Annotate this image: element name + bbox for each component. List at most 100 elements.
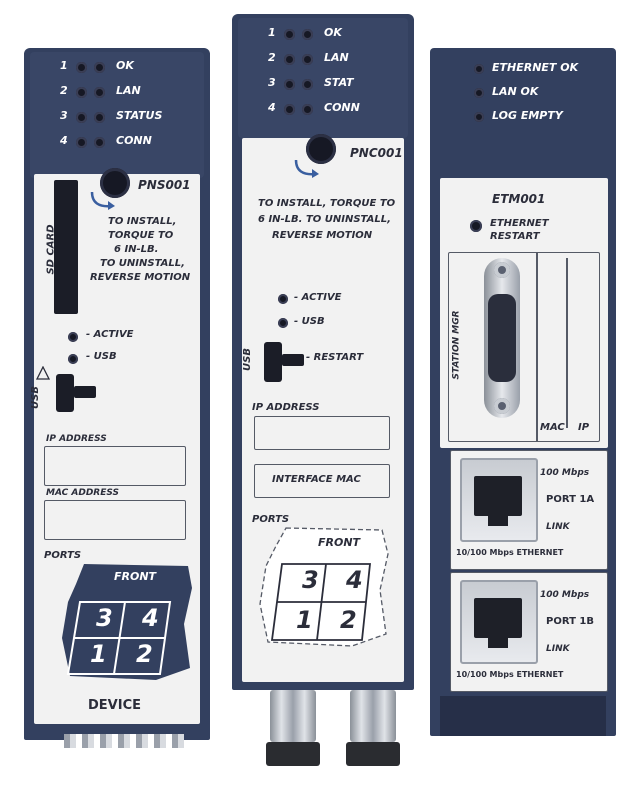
module-pns001: 1 OK 2 LAN 3 STATUS 4 CONN SD CARD PNS00…	[24, 48, 210, 748]
module3-restart-label-1: ETHERNET	[490, 218, 549, 229]
module1-port-3: 3	[96, 604, 113, 632]
module1-led-2b	[94, 87, 105, 98]
module2-ip-address-field	[254, 416, 390, 450]
module1-led-num-4: 4	[60, 134, 68, 147]
module2-install-line-1: TO INSTALL, TORQUE TO	[258, 198, 396, 209]
module3-led-label-log-empty: LOG EMPTY	[492, 109, 563, 122]
module1-device-label: DEVICE	[88, 698, 141, 713]
module2-led-num-4: 4	[268, 101, 276, 114]
module1-bottom-connector	[64, 734, 184, 748]
module-pnc001: 1 OK 2 LAN 3 STAT 4 CONN PNC001 TO INSTA…	[232, 14, 414, 784]
module3-mac-label: MAC	[540, 422, 565, 433]
module3-ip-label: IP	[578, 422, 590, 433]
warning-icon	[36, 366, 50, 380]
port-1a-name: PORT 1A	[546, 494, 595, 505]
module2-restart-label: - RESTART	[306, 352, 364, 363]
sd-card-label: SD CARD	[45, 224, 57, 275]
module1-led-label-lan: LAN	[116, 84, 141, 97]
module2-led-2a	[284, 54, 295, 65]
module1-install-line-1: TO INSTALL,	[108, 216, 177, 227]
module1-install-line-3: 6 IN-LB.	[114, 244, 159, 255]
module3-restart-label-2: RESTART	[490, 231, 540, 242]
db9-bottom-screw	[494, 398, 510, 414]
module1-usb-port-label: USB	[29, 386, 41, 409]
db9-serial-connector[interactable]	[474, 258, 530, 418]
module1-install-line-4: TO UNINSTALL,	[100, 258, 185, 269]
station-mgr-panel	[448, 252, 600, 442]
module2-led-4a	[284, 104, 295, 115]
module2-led-num-2: 2	[268, 51, 276, 64]
module1-mac-address-field	[44, 500, 186, 540]
module2-led-1a	[284, 29, 295, 40]
module2-ports-diagram	[259, 527, 389, 647]
module2-port-4: 4	[346, 566, 363, 594]
module2-usb-led	[278, 318, 288, 328]
module2-screw[interactable]	[306, 134, 336, 164]
module1-front-label: FRONT	[114, 570, 157, 583]
module2-port-2: 2	[340, 606, 357, 634]
module2-led-num-3: 3	[268, 76, 276, 89]
module2-active-label: - ACTIVE	[294, 292, 342, 303]
module3-led-lan-ok	[474, 88, 484, 98]
module3-led-ethernet-ok	[474, 64, 484, 74]
module1-led-panel	[30, 52, 204, 178]
module2-port-1: 1	[296, 606, 313, 634]
module2-rotate-arrow-icon	[294, 159, 319, 178]
module1-ports-diagram	[62, 564, 192, 680]
station-mgr-label: STATION MGR	[451, 310, 462, 380]
module3-bottom-latch	[440, 696, 606, 736]
module1-led-1b	[94, 62, 105, 73]
module1-ip-address-label: IP ADDRESS	[46, 434, 107, 444]
module1-led-num-2: 2	[60, 84, 68, 97]
module2-ip-address-label: IP ADDRESS	[252, 402, 320, 413]
ethernet-restart-button[interactable]	[470, 220, 482, 232]
module3-model: ETM001	[492, 192, 546, 206]
module3-led-log-empty	[474, 112, 484, 122]
module1-led-num-3: 3	[60, 109, 68, 122]
module2-install-line-3: REVERSE MOTION	[272, 230, 373, 241]
module1-led-num-1: 1	[60, 59, 68, 72]
module2-interface-mac-label: INTERFACE MAC	[272, 474, 361, 485]
port-1b-rj45-jack[interactable]	[460, 580, 538, 664]
module2-fiber-connector-right	[344, 690, 402, 766]
module1-rotate-arrow-icon	[90, 191, 115, 210]
module1-usb-cover	[74, 386, 96, 398]
panel-divider	[536, 252, 538, 442]
module2-ports-label: PORTS	[252, 514, 290, 525]
module1-active-label: - ACTIVE	[86, 329, 134, 340]
module1-usb-port[interactable]	[56, 374, 74, 412]
module1-led-3a	[76, 112, 87, 123]
module2-usb-port-label: USB	[241, 348, 253, 371]
module1-port-4: 4	[142, 604, 159, 632]
module2-led-label-ok: OK	[324, 26, 342, 39]
module2-led-3a	[284, 79, 295, 90]
module1-led-label-conn: CONN	[116, 134, 152, 147]
port-1a-rj45-jack[interactable]	[460, 458, 538, 542]
module2-led-label-conn: CONN	[324, 101, 360, 114]
module1-model: PNS001	[138, 178, 191, 192]
port-1a-link: LINK	[546, 522, 570, 532]
module1-port-1: 1	[90, 640, 107, 668]
module3-led-label-ethernet-ok: ETHERNET OK	[492, 61, 579, 74]
module1-mac-address-label: MAC ADDRESS	[46, 488, 120, 498]
module2-led-label-stat: STAT	[324, 76, 354, 89]
module2-interface-mac-field	[254, 464, 390, 498]
port-1b-link: LINK	[546, 644, 570, 654]
module2-led-num-1: 1	[268, 26, 276, 39]
module1-port-2: 2	[136, 640, 153, 668]
module1-led-2a	[76, 87, 87, 98]
module1-active-led	[68, 332, 78, 342]
module2-front-label: FRONT	[318, 536, 361, 549]
module1-ports-label: PORTS	[44, 550, 82, 561]
module1-install-line-5: REVERSE MOTION	[90, 272, 191, 283]
module2-active-led	[278, 294, 288, 304]
module2-install-line-2: 6 IN-LB. TO UNINSTALL,	[258, 214, 391, 225]
module1-led-4a	[76, 137, 87, 148]
port-1a-ethernet: 10/100 Mbps ETHERNET	[456, 548, 564, 557]
module2-led-3b	[302, 79, 313, 90]
module2-usb-label: - USB	[294, 316, 325, 327]
module2-led-1b	[302, 29, 313, 40]
sd-card-slot[interactable]	[54, 180, 78, 314]
module2-usb-port[interactable]	[264, 342, 282, 382]
module1-screw[interactable]	[100, 168, 130, 198]
